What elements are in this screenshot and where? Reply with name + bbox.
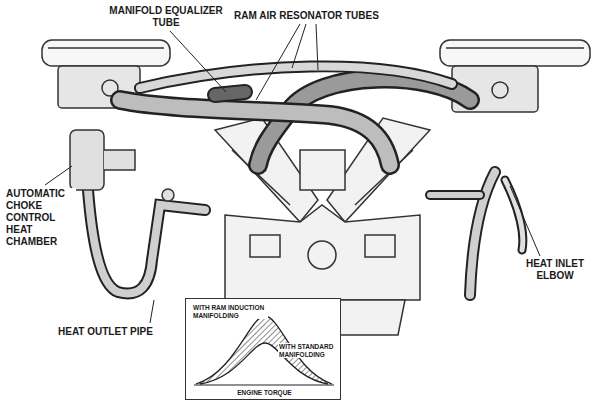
axis-label: ENGINE TORQUE — [226, 389, 303, 397]
torque-chart-part — [185, 298, 340, 400]
choke-heat-chamber-part — [70, 130, 104, 190]
leader-line-part — [45, 166, 72, 185]
part-label: RAM AIR RESONATOR TUBES — [232, 10, 422, 22]
carburetor-part — [492, 82, 508, 98]
engine-block-part — [250, 235, 280, 257]
choke-heat-chamber — [70, 130, 174, 201]
manifold-tube-part — [140, 66, 452, 88]
manifold-tube — [120, 66, 470, 165]
leader-line — [45, 24, 540, 323]
manifold-tube-part — [140, 66, 452, 88]
air-cleaner-part — [42, 40, 170, 66]
leader-line-part — [170, 31, 226, 92]
heat-pipe-part — [88, 190, 205, 293]
part-label: AUTOMATIC CHOKE CONTROL HEAT CHAMBER — [4, 188, 76, 248]
engine-block-part — [225, 205, 420, 300]
air-cleaner-part — [440, 40, 590, 66]
manifold-tube-part — [120, 100, 390, 165]
curve-label: WITH RAM INDUCTION MANIFOLDING — [192, 304, 268, 319]
curve-label: WITH STANDARD MANIFOLDING — [278, 343, 338, 358]
heat-pipe-part — [430, 192, 480, 198]
manifold-tube-part — [215, 92, 245, 95]
air-cleaner-part — [446, 47, 584, 49]
leader-line-part — [150, 300, 154, 323]
leader-line-part — [292, 24, 306, 68]
choke-heat-chamber-part — [162, 189, 174, 201]
engine-block-part — [308, 241, 336, 269]
heat-pipe — [88, 172, 523, 295]
heat-pipe-part — [430, 190, 480, 200]
heat-pipe-part — [505, 180, 523, 250]
part-label: MANIFOLD EQUALIZER TUBE — [100, 5, 232, 29]
manifold-tube-part — [120, 100, 390, 165]
part-label: HEAT OUTLET PIPE — [56, 326, 181, 338]
part-label: HEAT INLET ELBOW — [516, 258, 594, 282]
engine-block-part — [365, 235, 395, 257]
choke-heat-chamber-part — [104, 150, 135, 170]
engine-block-part — [300, 150, 345, 190]
leader-line-part — [510, 186, 540, 256]
heat-pipe-part — [505, 180, 523, 250]
manifold-tube-part — [215, 92, 245, 95]
torque-chart-part — [194, 385, 334, 386]
chart-inset: WITH RAM INDUCTION MANIFOLDING WITH STAND… — [185, 298, 341, 400]
air-cleaner-part — [48, 47, 164, 49]
torque-chart — [185, 298, 340, 400]
heat-pipe-part — [88, 190, 205, 293]
leader-line-part — [316, 24, 318, 70]
